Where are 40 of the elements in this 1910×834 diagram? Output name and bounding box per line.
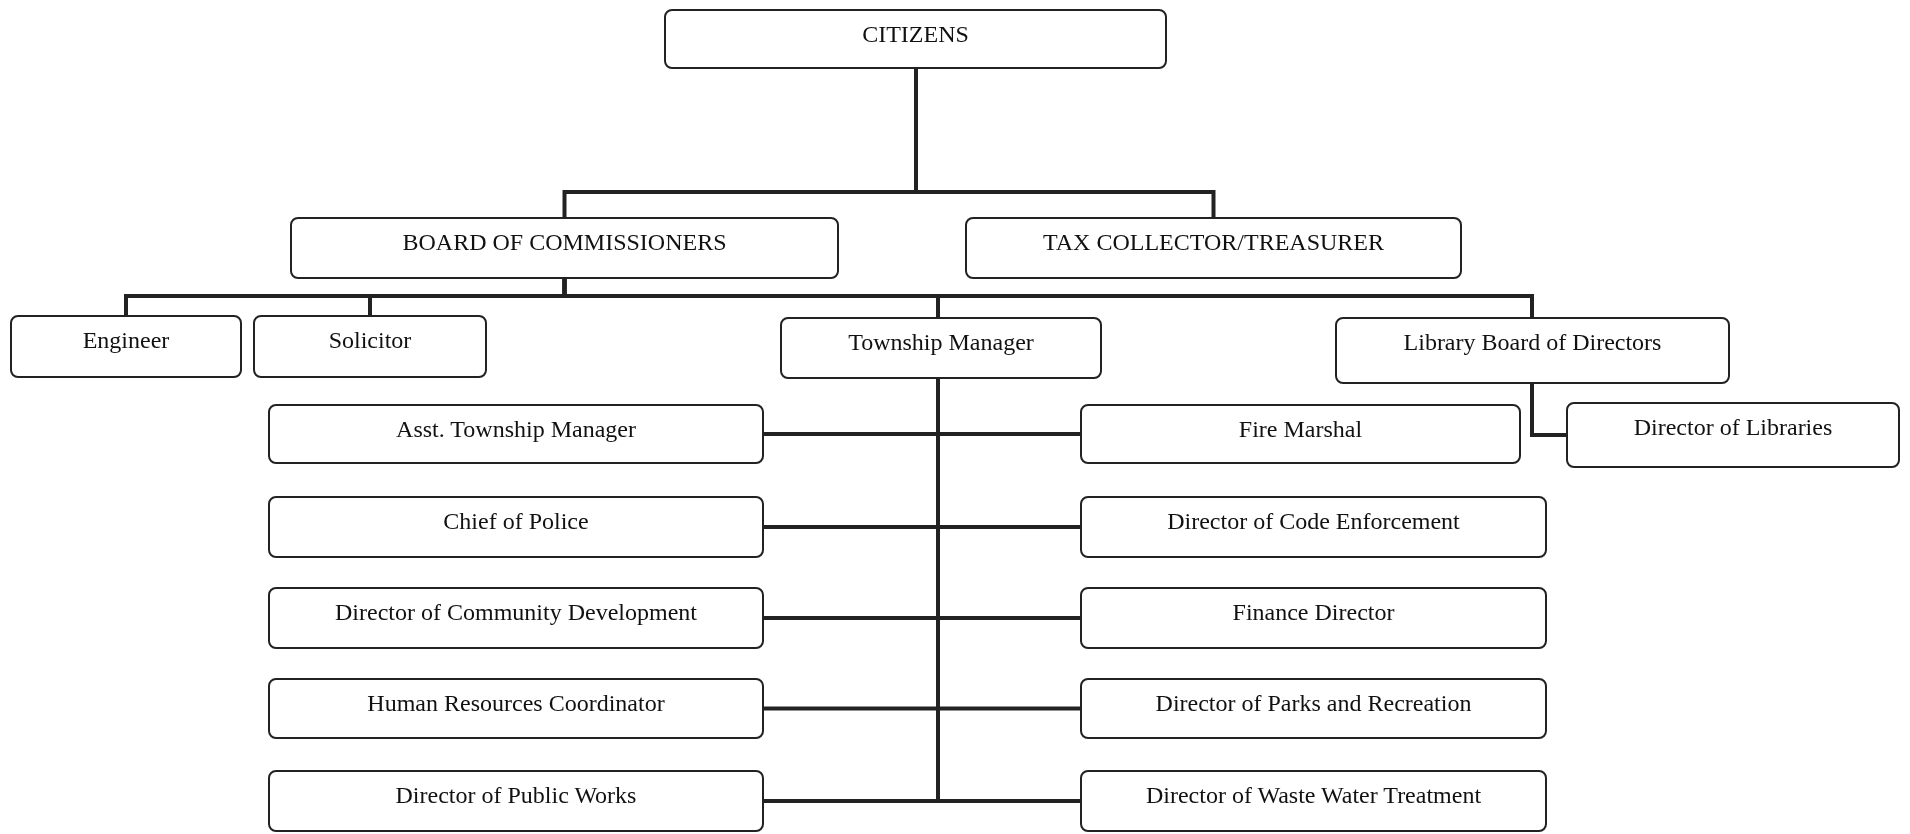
org-box [253,315,487,378]
org-box [1566,402,1900,468]
org-box [268,587,764,649]
org-box [1335,317,1730,384]
box-label: CITIZENS [862,21,969,48]
box-label: Human Resources Coordinator [367,690,665,717]
org-box [268,678,764,739]
org-box [780,317,1102,379]
connector-line [936,379,1080,803]
connector-line [1530,384,1566,437]
box-label: TAX COLLECTOR/TREASURER [1043,229,1384,256]
box-label: Library Board of Directors [1403,329,1662,356]
box-label: Chief of Police [443,508,589,535]
box-label: Engineer [82,327,170,354]
box-label: Director of Code Enforcement [1167,508,1460,535]
org-box [1080,770,1547,832]
org-box [268,496,764,558]
org-box [664,9,1167,69]
connector-line [914,69,1216,217]
org-box [1080,404,1521,464]
box-label: Township Manager [848,329,1034,356]
org-box [268,770,764,832]
box-label: Solicitor [328,327,412,354]
box-label: Director of Libraries [1633,414,1833,441]
box-label: Finance Director [1232,599,1395,626]
connector-line [562,279,1534,317]
box-label: Director of Community Development [335,599,697,626]
org-box [268,404,764,464]
org-box [1080,496,1547,558]
box-label: BOARD OF COMMISSIONERS [402,229,727,256]
org-box [965,217,1462,279]
org-box [1080,587,1547,649]
box-label: Director of Public Works [395,782,637,809]
org-box [290,217,839,279]
org-box [10,315,242,378]
box-label: Fire Marshal [1238,416,1363,443]
box-label: Director of Waste Water Treatment [1145,782,1482,809]
org-box [1080,678,1547,739]
box-label: Director of Parks and Recreation [1155,690,1472,717]
box-label: Asst. Township Manager [396,416,636,443]
